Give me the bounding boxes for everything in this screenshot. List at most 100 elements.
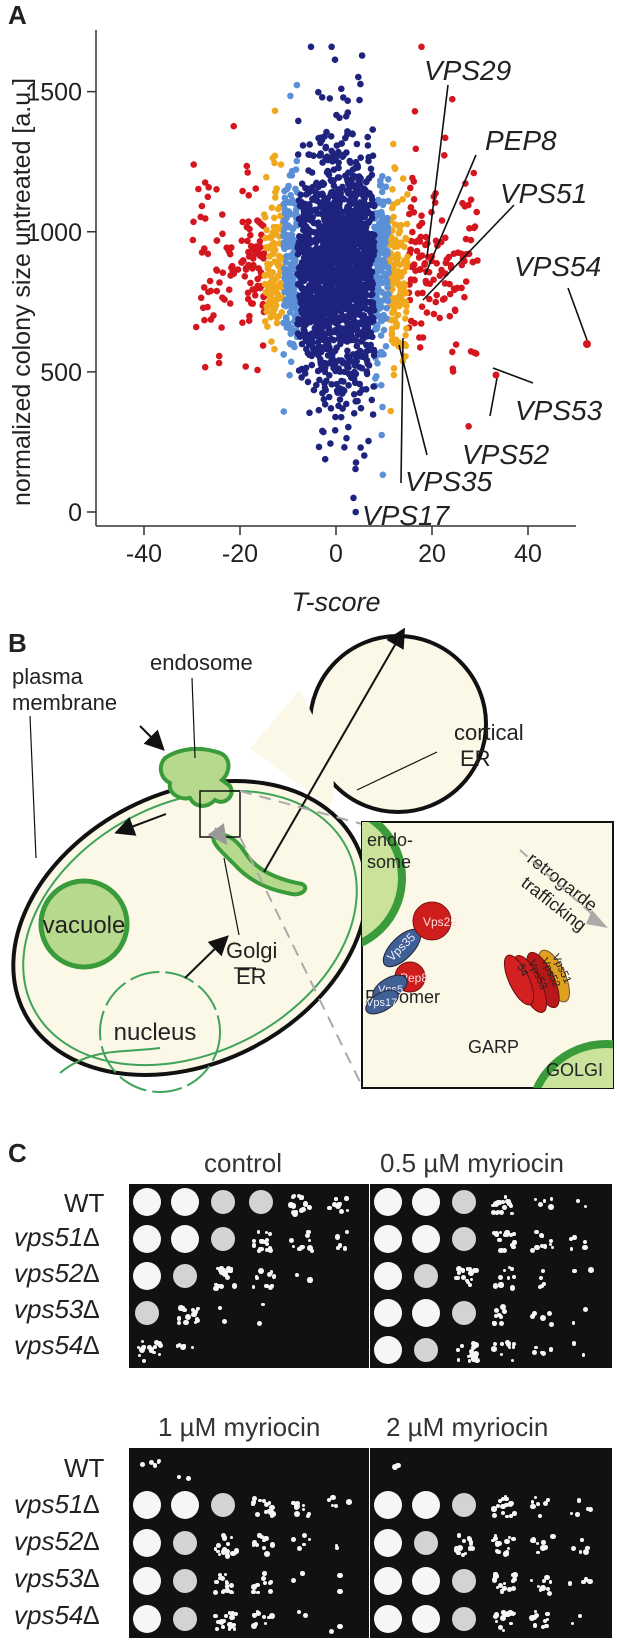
colony-dot: [251, 1589, 256, 1595]
scatter-point: [368, 196, 376, 203]
colony-spot: [135, 1300, 159, 1325]
scatter-point: [364, 324, 372, 331]
colony-dot: [153, 1463, 158, 1468]
colony-dot: [456, 1550, 461, 1556]
colony-spot: [133, 1188, 161, 1217]
colony-dot: [221, 1267, 227, 1273]
colony-dot: [502, 1581, 507, 1586]
colony-dot: [534, 1495, 538, 1500]
colony-spot: [414, 1337, 438, 1362]
scatter-point: [343, 149, 350, 156]
scatter-point: [403, 220, 411, 228]
colony-dot: [140, 1462, 146, 1467]
scatter-point: [380, 326, 388, 334]
scatter-point: [219, 269, 227, 277]
scatter-point: [192, 323, 200, 331]
scatter-point: [422, 277, 430, 285]
scatter-point: [195, 185, 202, 193]
scatter-point: [370, 383, 377, 390]
colony-dot: [456, 1358, 461, 1362]
annotation-leaders: [398, 84, 588, 484]
colony-dot: [256, 1590, 260, 1595]
scatter-point: [331, 56, 339, 63]
scatter-point: [228, 244, 235, 251]
colony-dot: [327, 1205, 332, 1211]
colony-spot: [412, 1298, 440, 1327]
colony-dot: [460, 1275, 466, 1281]
colony-dot: [540, 1268, 546, 1274]
colony-dot: [492, 1341, 498, 1347]
colony-dot: [548, 1242, 553, 1247]
scatter-point: [388, 325, 396, 333]
colony-spot: [412, 1188, 440, 1217]
scatter-point: [421, 261, 428, 269]
scatter-point: [365, 437, 372, 445]
colony-dot: [572, 1235, 577, 1240]
colony-dot: [229, 1267, 233, 1271]
colony-dot: [266, 1271, 272, 1277]
colony-dot: [466, 1355, 471, 1359]
colony-dot: [470, 1356, 477, 1363]
colony-dot: [465, 1279, 469, 1283]
colony-dot: [541, 1540, 546, 1545]
colony-dot: [218, 1618, 225, 1625]
scatter-point: [441, 134, 449, 142]
colony-dot: [395, 1462, 401, 1468]
label-vps54: VPS54: [514, 251, 601, 282]
colony-dot: [572, 1268, 577, 1274]
colony-dot: [580, 1538, 584, 1542]
scatter-point: [295, 215, 303, 223]
scatter-point: [189, 236, 197, 244]
colony-dot: [255, 1276, 260, 1281]
y-axis-label: normalized colony size untreated [a.u.]: [8, 78, 36, 506]
colony-dot: [536, 1550, 540, 1554]
colony-dot: [502, 1268, 507, 1273]
colony-dot: [497, 1275, 504, 1281]
colony-dot: [534, 1244, 541, 1251]
scatter-point: [239, 187, 246, 195]
colony-dot: [473, 1351, 480, 1358]
panel-a-letter: A: [8, 0, 27, 30]
scatter-point: [461, 293, 468, 301]
colony-spot: [133, 1491, 161, 1519]
scatter-point: [321, 455, 329, 463]
colony-dot: [264, 1237, 269, 1242]
colony-dot: [291, 1244, 295, 1248]
scatter-point: [364, 142, 372, 149]
scatter-point: [452, 341, 460, 348]
scatter-point: [338, 85, 345, 93]
colony-dot: [502, 1205, 508, 1210]
colony-dot: [468, 1348, 474, 1354]
scatter-point: [306, 141, 314, 148]
colony-spot: [249, 1190, 273, 1215]
scatter-point: [451, 306, 459, 314]
colony-spot: [414, 1264, 438, 1288]
colony-dot: [263, 1621, 268, 1625]
colony-dot: [338, 1208, 344, 1214]
scatter-point: [213, 237, 221, 244]
scatter-point: [473, 208, 481, 216]
scatter-point: [260, 254, 267, 262]
scatter-point: [268, 338, 275, 345]
colony-dot: [508, 1203, 514, 1208]
colony-dot: [500, 1503, 506, 1510]
colony-dot: [251, 1584, 258, 1591]
scatter-point: [319, 179, 326, 186]
colony-dot: [462, 1538, 467, 1543]
colony-dot: [185, 1314, 192, 1321]
colony-dot: [569, 1247, 574, 1251]
colony-dot: [511, 1275, 516, 1279]
colony-dot: [507, 1500, 514, 1507]
colony-dot: [494, 1232, 499, 1237]
colony-dot: [333, 1197, 338, 1202]
scatter-point: [327, 405, 335, 412]
colony-dot: [264, 1551, 270, 1557]
colony-dot: [264, 1248, 269, 1253]
title-control: control: [204, 1148, 283, 1178]
scatter-point: [254, 366, 261, 374]
scatter-point: [293, 81, 301, 89]
scatter-point: [410, 196, 418, 203]
x-tick-label: 0: [329, 540, 343, 568]
colony-dot: [465, 1267, 469, 1271]
colony-dot: [494, 1308, 500, 1314]
